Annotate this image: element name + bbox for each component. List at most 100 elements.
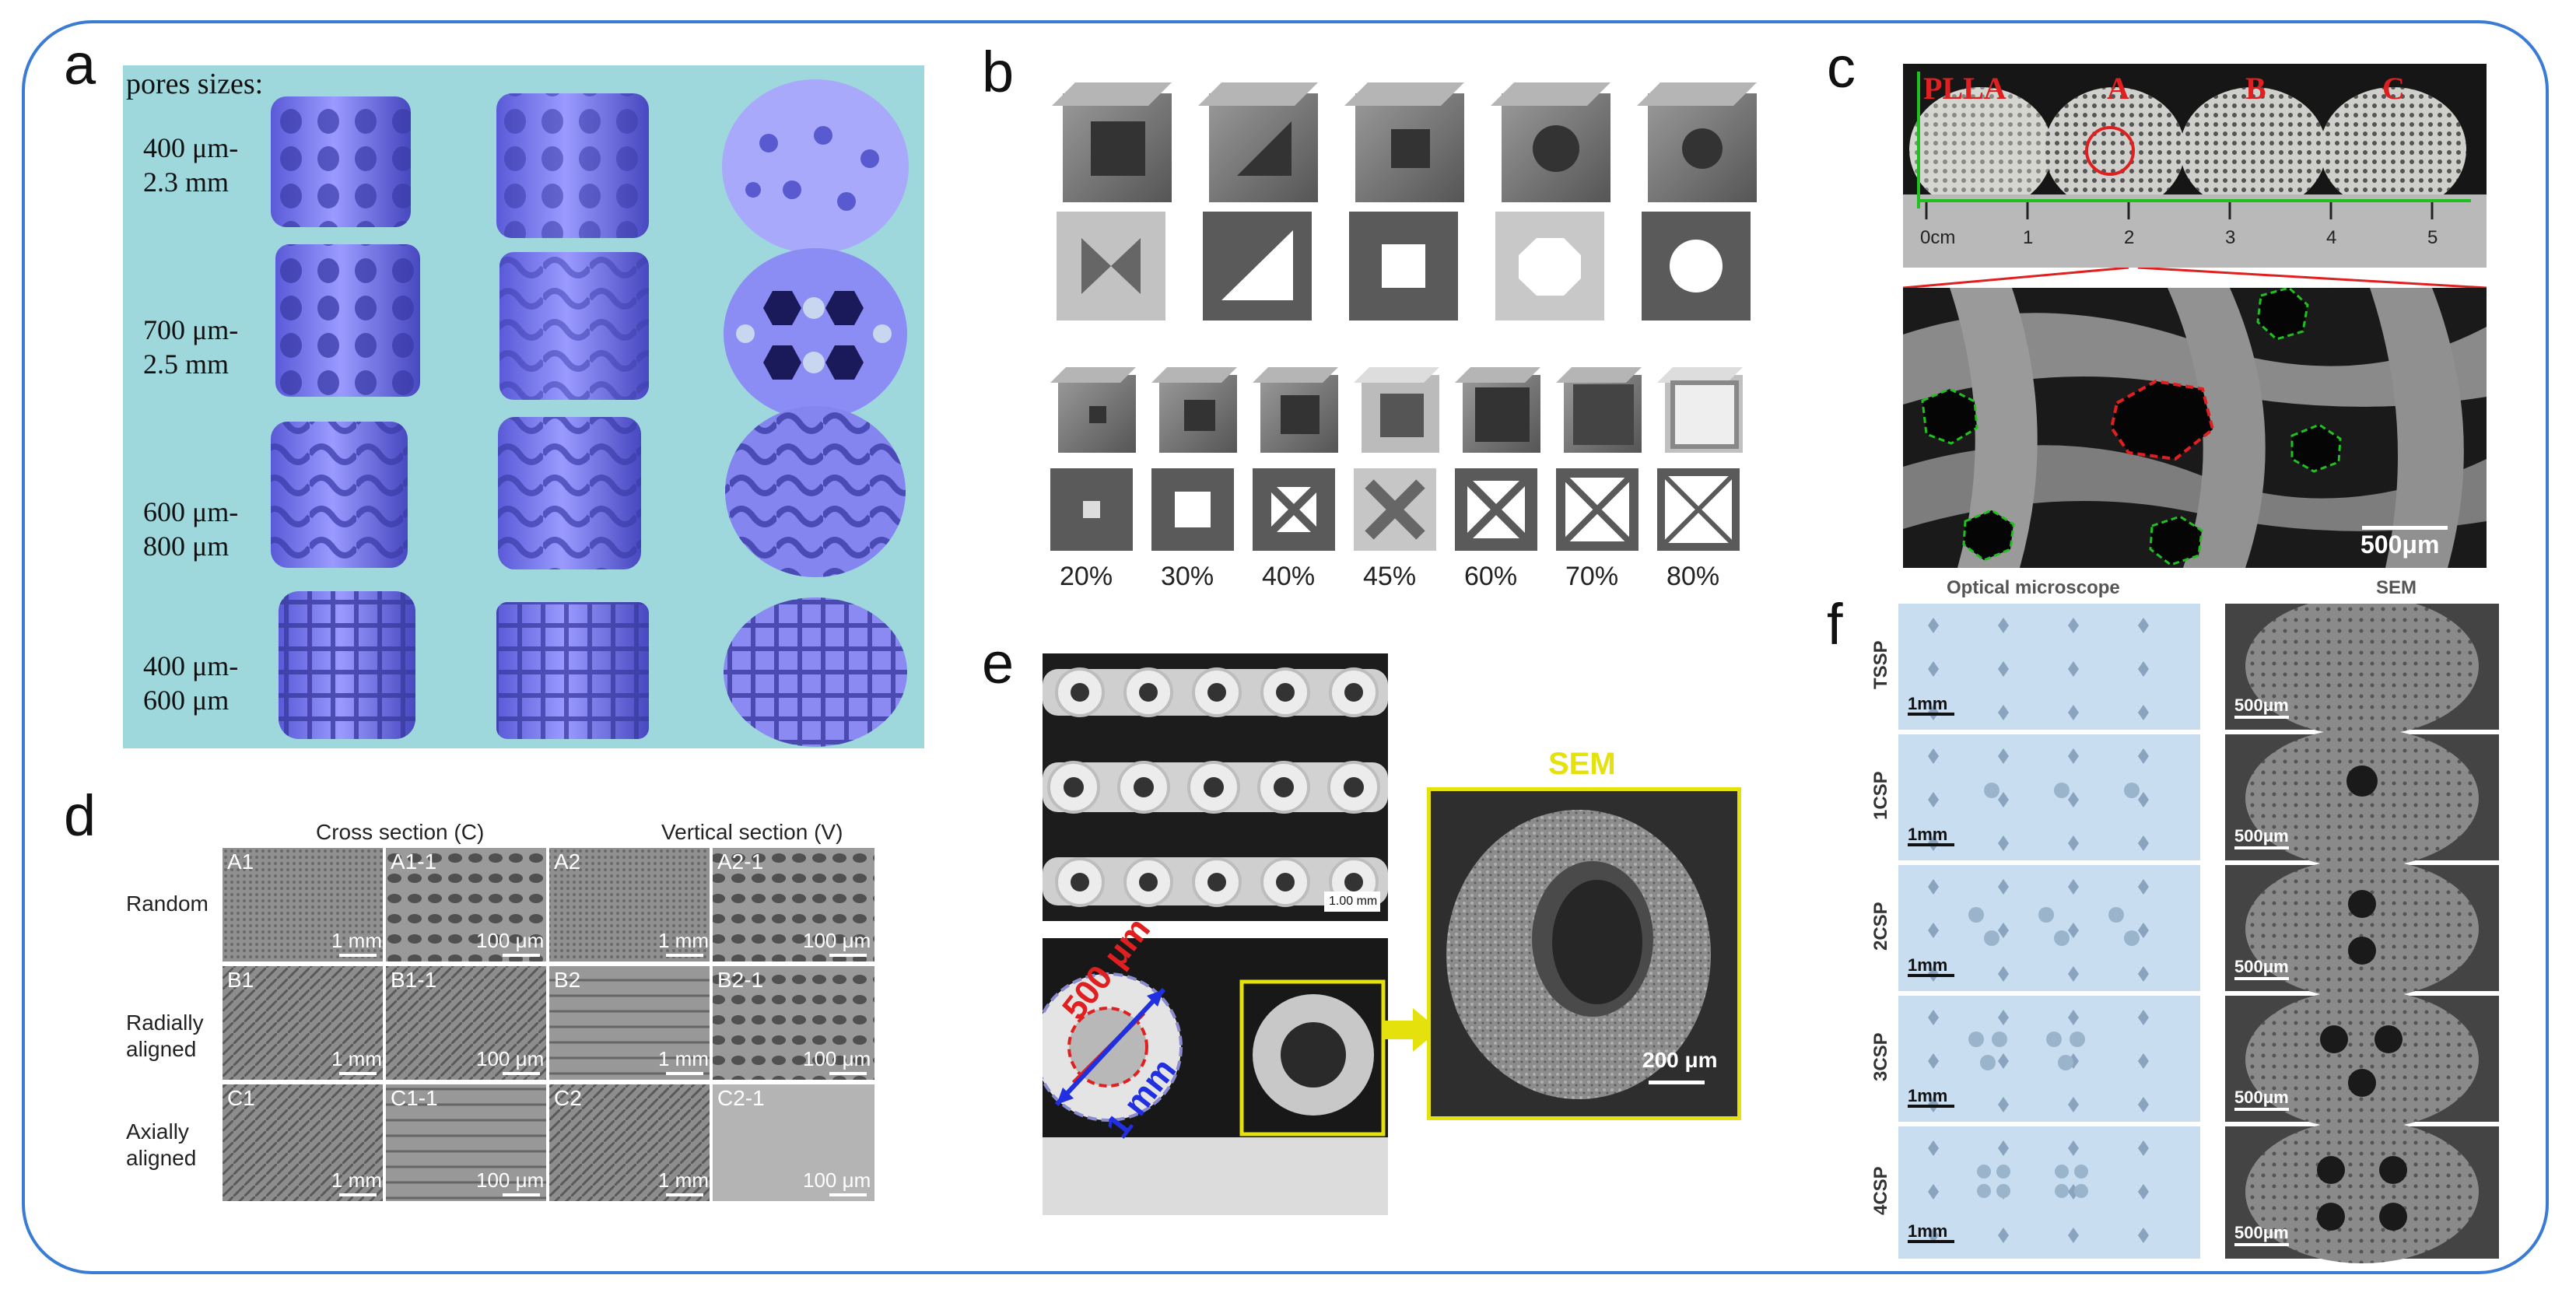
arrow-icon bbox=[1385, 1008, 1439, 1052]
tile-id: A2 bbox=[554, 849, 581, 874]
porosity-label: 40% bbox=[1262, 562, 1316, 591]
row-label-2csp: 2CSP bbox=[1870, 902, 1891, 951]
tile-id: C2 bbox=[554, 1086, 582, 1110]
tile-scale: 100 μm bbox=[476, 929, 545, 952]
porosity-label: 45% bbox=[1363, 562, 1417, 591]
panel-letter-a: a bbox=[64, 32, 96, 96]
sem-title: SEM bbox=[1548, 747, 1616, 781]
tile-scale: 100 μm bbox=[803, 1168, 871, 1192]
tile-scale: 100 μm bbox=[803, 1047, 871, 1070]
scaffold-row-1 bbox=[271, 79, 909, 254]
panel-letter-d: d bbox=[64, 783, 96, 848]
tile-id: C2-1 bbox=[717, 1086, 765, 1110]
tile-scale: 1 mm bbox=[658, 929, 709, 952]
tile-id: B2-1 bbox=[717, 968, 764, 992]
row-label-1: 400 μm-2.3 mm bbox=[143, 132, 239, 198]
top-scale-label: 1.00 mm bbox=[1329, 895, 1378, 908]
tile-scale: 1 mm bbox=[331, 929, 382, 952]
sem-scale-label: 200 μm bbox=[1642, 1048, 1718, 1072]
zoom-lines bbox=[1903, 268, 2487, 288]
porosity-label: 70% bbox=[1565, 562, 1619, 591]
tile-id: A1 bbox=[227, 849, 254, 874]
col-header-cross: Cross section (C) bbox=[316, 820, 485, 844]
tile-id: C1 bbox=[227, 1086, 255, 1110]
porosity-label: 60% bbox=[1464, 562, 1518, 591]
col-header-optical: Optical microscope bbox=[1947, 577, 2120, 598]
optical-scale: 1mm bbox=[1908, 694, 1948, 713]
unit-cell-sections-row-2 bbox=[1050, 468, 1740, 551]
row-label-4: 400 μm-600 μm bbox=[143, 650, 239, 716]
tile-id: A1-1 bbox=[391, 849, 437, 874]
panel-b-unit-cells bbox=[1050, 82, 1757, 551]
tile-scale: 1 mm bbox=[658, 1168, 709, 1192]
optical-scale: 1mm bbox=[1908, 825, 1948, 844]
ruler-label: 4 bbox=[2326, 227, 2337, 248]
scale-bar-label: 500μm bbox=[2360, 531, 2440, 559]
tile-scale: 1 mm bbox=[331, 1168, 382, 1192]
ruler-label: 5 bbox=[2427, 227, 2438, 248]
tile-id: C1-1 bbox=[391, 1086, 438, 1110]
optical-scale: 1mm bbox=[1908, 1086, 1948, 1105]
porosity-labels: 20% 30% 40% 45% 60% 70% 80% bbox=[1043, 562, 1766, 601]
scaffold-renders bbox=[271, 79, 909, 747]
sample-label: C bbox=[2382, 71, 2405, 106]
sample-photo: PLLA A B C 0cm 1 2 3 4 5 bbox=[1903, 64, 2487, 268]
row-label-2: 700 μm-2.5 mm bbox=[143, 314, 239, 380]
unit-cell-sections-row-1 bbox=[1057, 212, 1751, 320]
sem-scale: 500μm bbox=[2234, 826, 2289, 846]
tube-cross-section-photo: 500 μm 1 mm bbox=[1043, 910, 1388, 1215]
row-label-1csp: 1CSP bbox=[1870, 771, 1891, 820]
ruler-label: 1 bbox=[2023, 227, 2034, 248]
tube-stack-photo: 1.00 mm bbox=[1043, 653, 1388, 921]
optical-scale: 1mm bbox=[1908, 955, 1948, 975]
tile-scale: 1 mm bbox=[331, 1047, 382, 1070]
porosity-label: 20% bbox=[1060, 562, 1113, 591]
tile-id: B1 bbox=[227, 968, 254, 992]
unit-cell-cubes-row-1 bbox=[1052, 82, 1757, 202]
pore-sizes-header: pores sizes: bbox=[126, 68, 264, 100]
col-header-sem: SEM bbox=[2376, 577, 2417, 598]
sem-scale: 500μm bbox=[2234, 957, 2289, 976]
sample-label: A bbox=[2107, 71, 2129, 106]
sem-tube-image: 200 μm bbox=[1427, 787, 1741, 1120]
scaffold-row-3 bbox=[271, 406, 906, 577]
ruler-label: 3 bbox=[2225, 227, 2236, 248]
unit-cell-cubes-row-2 bbox=[1050, 367, 1743, 453]
row-label-tssp: TSSP bbox=[1870, 640, 1891, 689]
ruler-label: 2 bbox=[2124, 227, 2135, 248]
tile-id: B2 bbox=[554, 968, 581, 992]
tile-scale: 100 μm bbox=[476, 1168, 545, 1192]
row-label-random: Random bbox=[126, 891, 209, 916]
panel-d-grid: A1 A1-1 A2 A2-1 B1 B1-1 B2 B2-1 C1 C1-1 … bbox=[223, 848, 874, 1201]
panel-letter-b: b bbox=[982, 40, 1015, 104]
porosity-label: 30% bbox=[1161, 562, 1214, 591]
sample-label: PLLA bbox=[1923, 71, 2006, 106]
row-label-3csp: 3CSP bbox=[1870, 1032, 1891, 1081]
panel-a: pores sizes: 400 μm-2.3 mm 700 μm-2.5 mm… bbox=[123, 65, 924, 748]
sem-scale: 500μm bbox=[2234, 695, 2289, 715]
porosity-label: 80% bbox=[1667, 562, 1720, 591]
col-header-vertical: Vertical section (V) bbox=[661, 820, 843, 844]
optical-scale: 1mm bbox=[1908, 1221, 1948, 1241]
scaffold-row-2 bbox=[275, 244, 907, 419]
tile-scale: 100 μm bbox=[476, 1047, 545, 1070]
tile-id: A2-1 bbox=[717, 849, 764, 874]
panel-f-grid: TSSP 1CSP 2CSP 3CSP 4CSP 1mm 1mm 1mm 1mm… bbox=[1870, 604, 2499, 1265]
panel-letter-f: f bbox=[1827, 592, 1843, 657]
optical-column bbox=[1898, 604, 2200, 1259]
row-label-4csp: 4CSP bbox=[1870, 1166, 1891, 1215]
tile-id: B1-1 bbox=[391, 968, 437, 992]
scaffold-row-4 bbox=[279, 591, 907, 747]
sem-image-c: 500μm bbox=[1903, 288, 2487, 568]
tile-scale: 100 μm bbox=[803, 929, 871, 952]
sem-column bbox=[2225, 604, 2499, 1263]
tile-scale: 1 mm bbox=[658, 1047, 709, 1070]
sem-scale: 500μm bbox=[2234, 1088, 2289, 1107]
figure-frame bbox=[22, 20, 2549, 1274]
row-label-3: 600 μm-800 μm bbox=[143, 496, 239, 562]
sample-label: B bbox=[2245, 71, 2266, 106]
sem-scale: 500μm bbox=[2234, 1223, 2289, 1242]
panel-letter-c: c bbox=[1827, 35, 1856, 100]
